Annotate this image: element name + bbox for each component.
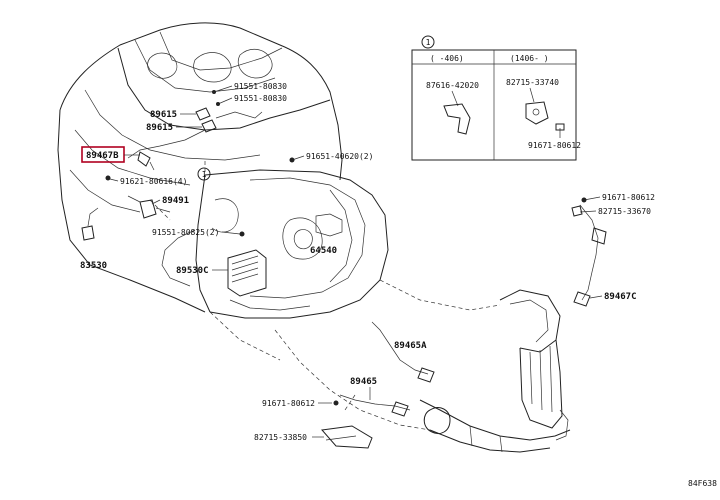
leader-dashed-lines: [149, 160, 501, 431]
engine-transaxle-drawing: [57, 22, 389, 319]
label-89467c[interactable]: 89467C: [604, 292, 637, 302]
label-89467b[interactable]: 89467B: [86, 151, 119, 161]
exhaust-catalyst-drawing: [419, 289, 571, 453]
label-89465[interactable]: 89465: [350, 377, 377, 387]
inset-right-part-2: 91671-80612: [528, 141, 581, 150]
label-89491[interactable]: 89491: [162, 196, 189, 206]
callout-marker: 1: [197, 167, 211, 181]
part-labels: 89467B 89615 89615 91551-80830 91551-808…: [80, 82, 717, 488]
label-83530[interactable]: 83530: [80, 261, 107, 271]
label-89465a[interactable]: 89465A: [394, 341, 427, 351]
inset-left-header: ( -406): [430, 54, 464, 63]
label-91551-80825[interactable]: 91551-80825(2): [152, 228, 219, 237]
label-82715-33850[interactable]: 82715-33850: [254, 433, 307, 442]
label-91621-80616[interactable]: 91621-80616(4): [120, 177, 187, 186]
svg-text:1: 1: [202, 170, 207, 179]
label-91551-80830-upper[interactable]: 91551-80830: [234, 82, 287, 91]
inset-box: 1 ( -406) (1406- ) 87616-42020 82715-337…: [411, 35, 581, 161]
label-82715-33670[interactable]: 82715-33670: [598, 207, 651, 216]
label-89615-lower[interactable]: 89615: [146, 123, 173, 133]
inset-left-part-1: 87616-42020: [426, 81, 479, 90]
diagram-code: 84F638: [688, 479, 717, 488]
inset-right-header: (1406- ): [510, 54, 549, 63]
label-89615-upper[interactable]: 89615: [150, 110, 177, 120]
oxygen-sensors: [127, 107, 607, 449]
label-91671-80612-right[interactable]: 91671-80612: [602, 193, 655, 202]
label-64540[interactable]: 64540: [310, 246, 337, 256]
fasteners: [105, 90, 587, 237]
inset-marker: 1: [426, 38, 431, 47]
inset-right-part-1: 82715-33740: [506, 78, 559, 87]
highlight-box: [81, 146, 125, 163]
label-91651-40620[interactable]: 91651-40620(2): [306, 152, 373, 161]
label-91671-80612-lower[interactable]: 91671-80612: [262, 399, 315, 408]
label-91551-80830-lower[interactable]: 91551-80830: [234, 94, 287, 103]
label-89530c[interactable]: 89530C: [176, 266, 209, 276]
